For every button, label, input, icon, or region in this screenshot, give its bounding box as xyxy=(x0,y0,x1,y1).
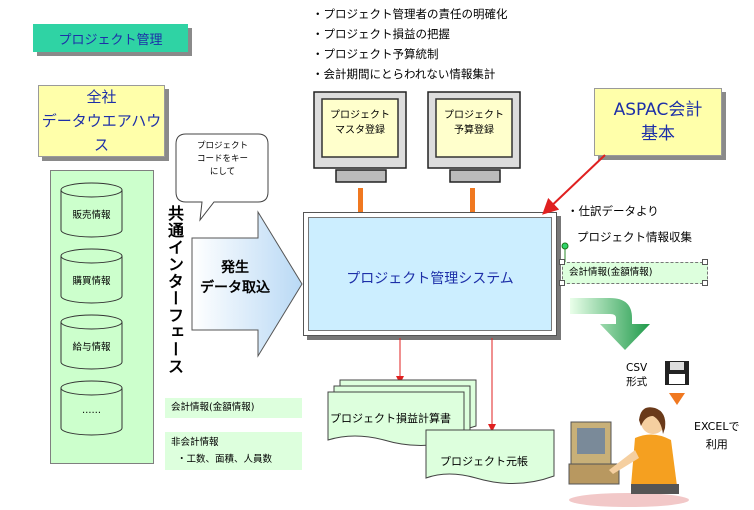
database-purchase: 購買情報 xyxy=(59,248,124,304)
data-warehouse-line2: データウエアハウス xyxy=(41,112,162,154)
data-warehouse-box: 全社 データウエアハウス xyxy=(38,85,165,157)
system-name: プロジェクト管理システム xyxy=(346,271,514,287)
database-icon xyxy=(60,380,123,436)
monitor-line: 予算登録 xyxy=(454,125,494,136)
selection-handle[interactable] xyxy=(702,280,708,286)
database-label: 給与情報 xyxy=(72,342,111,353)
import-arrow-label: 発生 データ取込 xyxy=(200,258,270,298)
objectives-list: ・プロジェクト管理者の責任の明確化 ・プロジェクト損益の把握 ・プロジェクト予算… xyxy=(312,4,508,84)
accounting-info-left: 会計情報(金額情報) xyxy=(165,398,302,418)
csv-format: CSV 形式 xyxy=(626,361,647,389)
speech-line: プロジェクト xyxy=(196,141,248,151)
import-line2: データ取込 xyxy=(200,280,270,296)
import-line1: 発生 xyxy=(221,260,249,276)
green-curved-arrow-icon xyxy=(570,298,650,350)
excel-line1: EXCELで xyxy=(694,420,740,433)
selection-handle[interactable] xyxy=(559,259,565,265)
floppy-disk-icon xyxy=(665,361,689,385)
database-label: 販売情報 xyxy=(72,210,111,221)
objective-item: ・プロジェクト管理者の責任の明確化 xyxy=(312,7,508,21)
monitor-icon xyxy=(313,91,407,183)
database-sales: 販売情報 xyxy=(59,182,124,238)
speech-line: コードをキー xyxy=(196,154,248,164)
selection-handle[interactable] xyxy=(702,259,708,265)
monitor-line: プロジェクト xyxy=(444,110,504,121)
monitor-line: プロジェクト xyxy=(330,110,390,121)
down-arrow-icon xyxy=(669,393,685,405)
journal-note: ・仕訳データより プロジェクト情報収集 xyxy=(567,198,692,250)
diagram-title: プロジェクト管理 xyxy=(33,24,188,52)
selection-handle[interactable] xyxy=(559,280,565,286)
connector-bar xyxy=(470,188,475,212)
accounting-info-selected[interactable]: 会計情報(金額情報) xyxy=(562,262,708,284)
non-accounting-detail: ・工数、面積、人員数 xyxy=(177,454,273,465)
import-arrow-icon xyxy=(191,210,303,358)
database-label: 購買情報 xyxy=(72,276,111,287)
speech-line: にして xyxy=(209,167,236,177)
connector-bar xyxy=(358,188,363,212)
aspac-line1: ASPAC会計 xyxy=(613,100,703,120)
non-accounting-info: 非会計情報 ・工数、面積、人員数 xyxy=(165,432,302,470)
monitor-master-label: プロジェクト マスタ登録 xyxy=(322,108,398,138)
csv-line1: CSV xyxy=(626,362,648,374)
database-label: …… xyxy=(82,405,101,416)
journal-note-line1: ・仕訳データより xyxy=(567,204,659,218)
monitor-icon xyxy=(427,91,521,183)
project-ledger: プロジェクト元帳 xyxy=(440,455,528,468)
objective-item: ・会計期間にとらわれない情報集計 xyxy=(312,67,496,81)
aspac-line2: 基本 xyxy=(641,124,675,144)
monitor-budget-label: プロジェクト 予算登録 xyxy=(436,108,512,138)
person-at-computer-icon xyxy=(568,407,689,507)
interface-label: 共通インターフェース xyxy=(165,205,184,375)
monitor-line: マスタ登録 xyxy=(335,125,385,136)
data-warehouse-line1: 全社 xyxy=(86,88,117,106)
speech-bubble-shape xyxy=(175,133,269,222)
documents-shape xyxy=(327,379,555,485)
csv-line2: 形式 xyxy=(626,376,648,388)
accounting-info-left-label: 会計情報(金額情報) xyxy=(171,402,255,413)
non-accounting-title: 非会計情報 xyxy=(171,437,219,448)
accounting-info-label: 会計情報(金額情報) xyxy=(569,267,653,278)
database-other: …… xyxy=(59,380,124,436)
database-icon xyxy=(60,314,123,370)
objective-item: ・プロジェクト予算統制 xyxy=(312,47,439,61)
aspac-box: ASPAC会計 基本 xyxy=(594,88,722,156)
speech-bubble: プロジェクト コードをキー にして xyxy=(180,140,265,179)
database-icon xyxy=(60,248,123,304)
profit-loss-statement: プロジェクト損益計算書 xyxy=(330,412,451,425)
database-icon xyxy=(60,182,123,238)
excel-usage: EXCELで 利用 xyxy=(694,418,739,454)
objective-item: ・プロジェクト損益の把握 xyxy=(312,27,450,41)
excel-line2: 利用 xyxy=(705,438,728,451)
system-box xyxy=(303,212,557,336)
database-payroll: 給与情報 xyxy=(59,314,124,370)
system-box-inner xyxy=(308,217,552,331)
journal-note-line2: プロジェクト情報収集 xyxy=(577,230,692,244)
